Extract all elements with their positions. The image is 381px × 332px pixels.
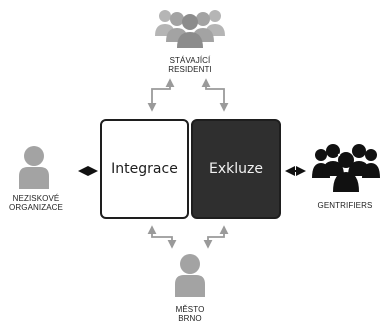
- gentrifiers-group-icon: [312, 144, 380, 192]
- city-label-line1: MĚSTO: [175, 305, 205, 314]
- ngo-person-icon: [19, 146, 49, 189]
- residents-group-icon: [155, 10, 225, 48]
- integration-label: Integrace: [111, 161, 178, 177]
- arrow-bottom-right: [203, 225, 229, 249]
- gentrifiers-label-line1: GENTRIFIERS: [317, 201, 373, 210]
- exclusion-label: Exkluze: [209, 161, 263, 177]
- city-person-icon: [175, 254, 205, 297]
- integration-box: Integrace: [100, 119, 189, 219]
- gentrifiers-label: GENTRIFIERS: [309, 201, 381, 210]
- residents-label-line2: RESIDENTI: [168, 65, 212, 74]
- arrow-bottom-left: [147, 225, 177, 249]
- ngo-label-line1: NEZISKOVÉ: [12, 194, 60, 203]
- ngo-label-line2: ORGANIZACE: [9, 203, 63, 212]
- ngo-label: NEZISKOVÉ ORGANIZACE: [0, 194, 72, 212]
- city-label: MĚSTO BRNO: [160, 305, 220, 323]
- exclusion-box: Exkluze: [191, 119, 281, 219]
- arrow-top-right: [201, 78, 229, 112]
- residents-label-line1: STÁVAJÍCÍ: [169, 56, 211, 65]
- residents-label: STÁVAJÍCÍ RESIDENTI: [150, 56, 230, 74]
- arrow-top-left: [147, 78, 175, 112]
- city-label-line2: BRNO: [178, 314, 202, 323]
